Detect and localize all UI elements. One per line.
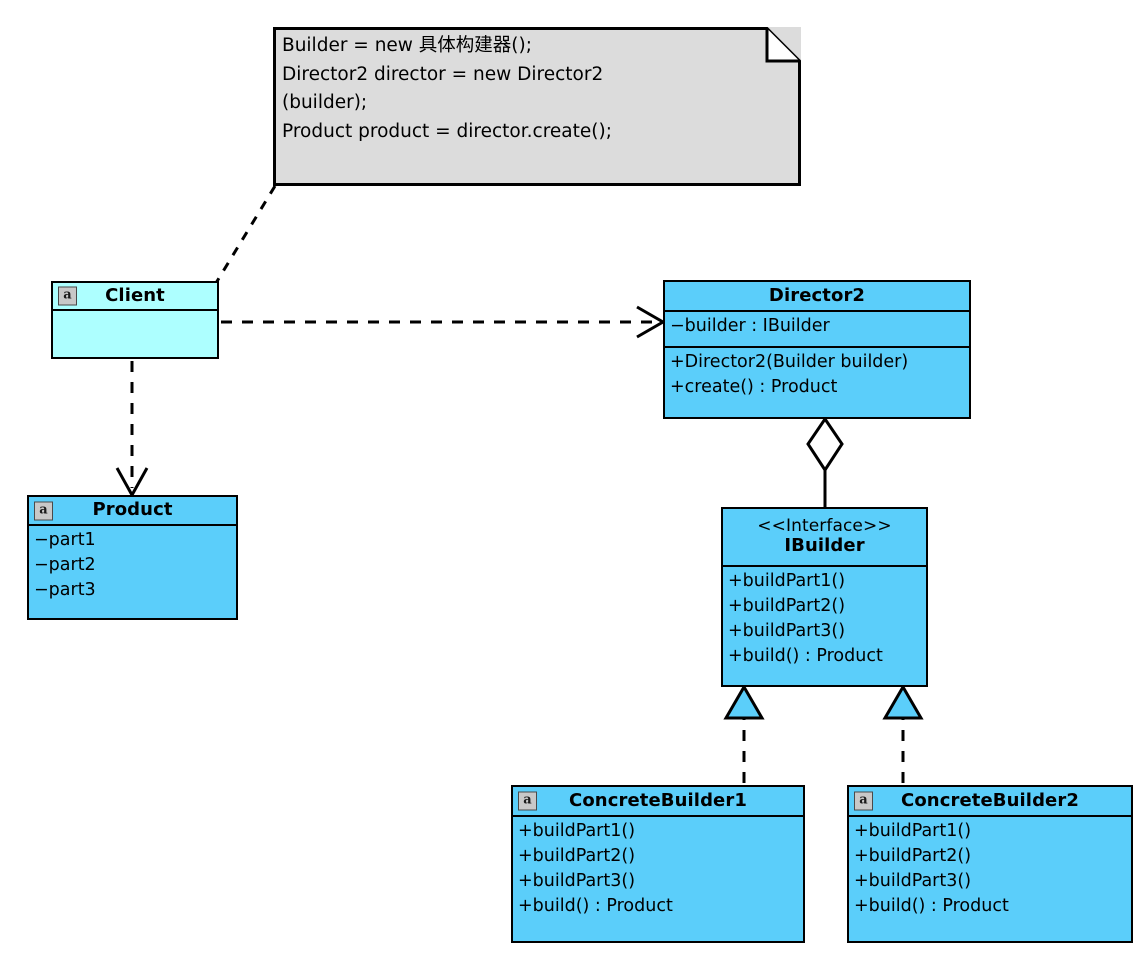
class-title-concretebuilder2: a ConcreteBuilder2: [849, 787, 1131, 817]
operation-row: +buildPart2(): [518, 846, 636, 866]
class-operations-concretebuilder2: +buildPart1() +buildPart2() +buildPart3(…: [849, 817, 1131, 921]
operation-row: +buildPart1(): [728, 571, 846, 591]
operation-row: +buildPart2(): [728, 596, 846, 616]
operation-row: +build() : Product: [728, 646, 883, 666]
client-uses-director2-arrowhead: [636, 305, 667, 339]
class-name-concretebuilder2: ConcreteBuilder2: [901, 789, 1079, 811]
class-name-ibuilder: IBuilder: [784, 535, 865, 557]
attribute-row: −part2: [34, 555, 96, 575]
class-title-concretebuilder1: a ConcreteBuilder1: [513, 787, 803, 817]
note-anchor-line: [214, 185, 277, 284]
class-name-product: Product: [92, 499, 173, 521]
attribute-row: −part3: [34, 580, 96, 600]
operation-row: +create() : Product: [670, 377, 838, 397]
class-box-director2[interactable]: Director2 −builder : IBuilder +Director2…: [663, 280, 971, 419]
class-title-director2: Director2: [665, 282, 969, 312]
class-box-product[interactable]: a Product −part1 −part2 −part3: [27, 495, 238, 620]
class-a-icon: a: [34, 501, 53, 520]
attribute-row: −part1: [34, 530, 96, 550]
class-title-client: a Client: [53, 283, 217, 311]
aggregation-diamond-icon: [806, 416, 844, 473]
class-a-icon: a: [58, 286, 77, 306]
operation-row: +build() : Product: [518, 896, 673, 916]
class-box-concretebuilder2[interactable]: a ConcreteBuilder2 +buildPart1() +buildP…: [847, 785, 1133, 943]
class-a-icon: a: [854, 791, 873, 811]
usage-note: Builder = new 具体构建器(); Director2 directo…: [273, 27, 801, 186]
class-operations-concretebuilder1: +buildPart1() +buildPart2() +buildPart3(…: [513, 817, 803, 921]
class-box-ibuilder[interactable]: <<Interface>> IBuilder +buildPart1() +bu…: [721, 507, 928, 687]
operation-row: +buildPart1(): [518, 821, 636, 841]
attribute-row: −builder : IBuilder: [670, 316, 830, 336]
class-body-client: [53, 311, 217, 357]
class-name-client: Client: [105, 284, 165, 306]
class-name-concretebuilder1: ConcreteBuilder1: [569, 789, 747, 811]
class-attributes-product: −part1 −part2 −part3: [29, 526, 236, 605]
class-operations-director2: +Director2(Builder builder) +create() : …: [665, 348, 969, 402]
usage-note-text: Builder = new 具体构建器(); Director2 directo…: [282, 35, 612, 142]
note-shape: [273, 27, 801, 186]
class-title-product: a Product: [29, 497, 236, 526]
class-operations-ibuilder: +buildPart1() +buildPart2() +buildPart3(…: [723, 567, 926, 671]
cb1-realization-triangle-icon: [723, 684, 765, 720]
operation-row: +buildPart3(): [518, 871, 636, 891]
operation-row: +buildPart3(): [854, 871, 972, 891]
operation-row: +buildPart1(): [854, 821, 972, 841]
class-name-director2: Director2: [768, 284, 866, 306]
client-uses-product-arrowhead: [115, 467, 149, 499]
class-a-icon: a: [518, 791, 537, 811]
operation-row: +Director2(Builder builder): [670, 352, 909, 372]
class-stereotype-ibuilder: <<Interface>>: [757, 515, 892, 536]
operation-row: +buildPart2(): [854, 846, 972, 866]
operation-row: +build() : Product: [854, 896, 1009, 916]
class-box-client[interactable]: a Client: [51, 281, 219, 359]
class-attributes-director2: −builder : IBuilder: [665, 312, 969, 348]
class-title-ibuilder: <<Interface>> IBuilder: [723, 509, 926, 567]
class-box-concretebuilder1[interactable]: a ConcreteBuilder1 +buildPart1() +buildP…: [511, 785, 805, 943]
operation-row: +buildPart3(): [728, 621, 846, 641]
cb2-realization-triangle-icon: [882, 684, 924, 720]
